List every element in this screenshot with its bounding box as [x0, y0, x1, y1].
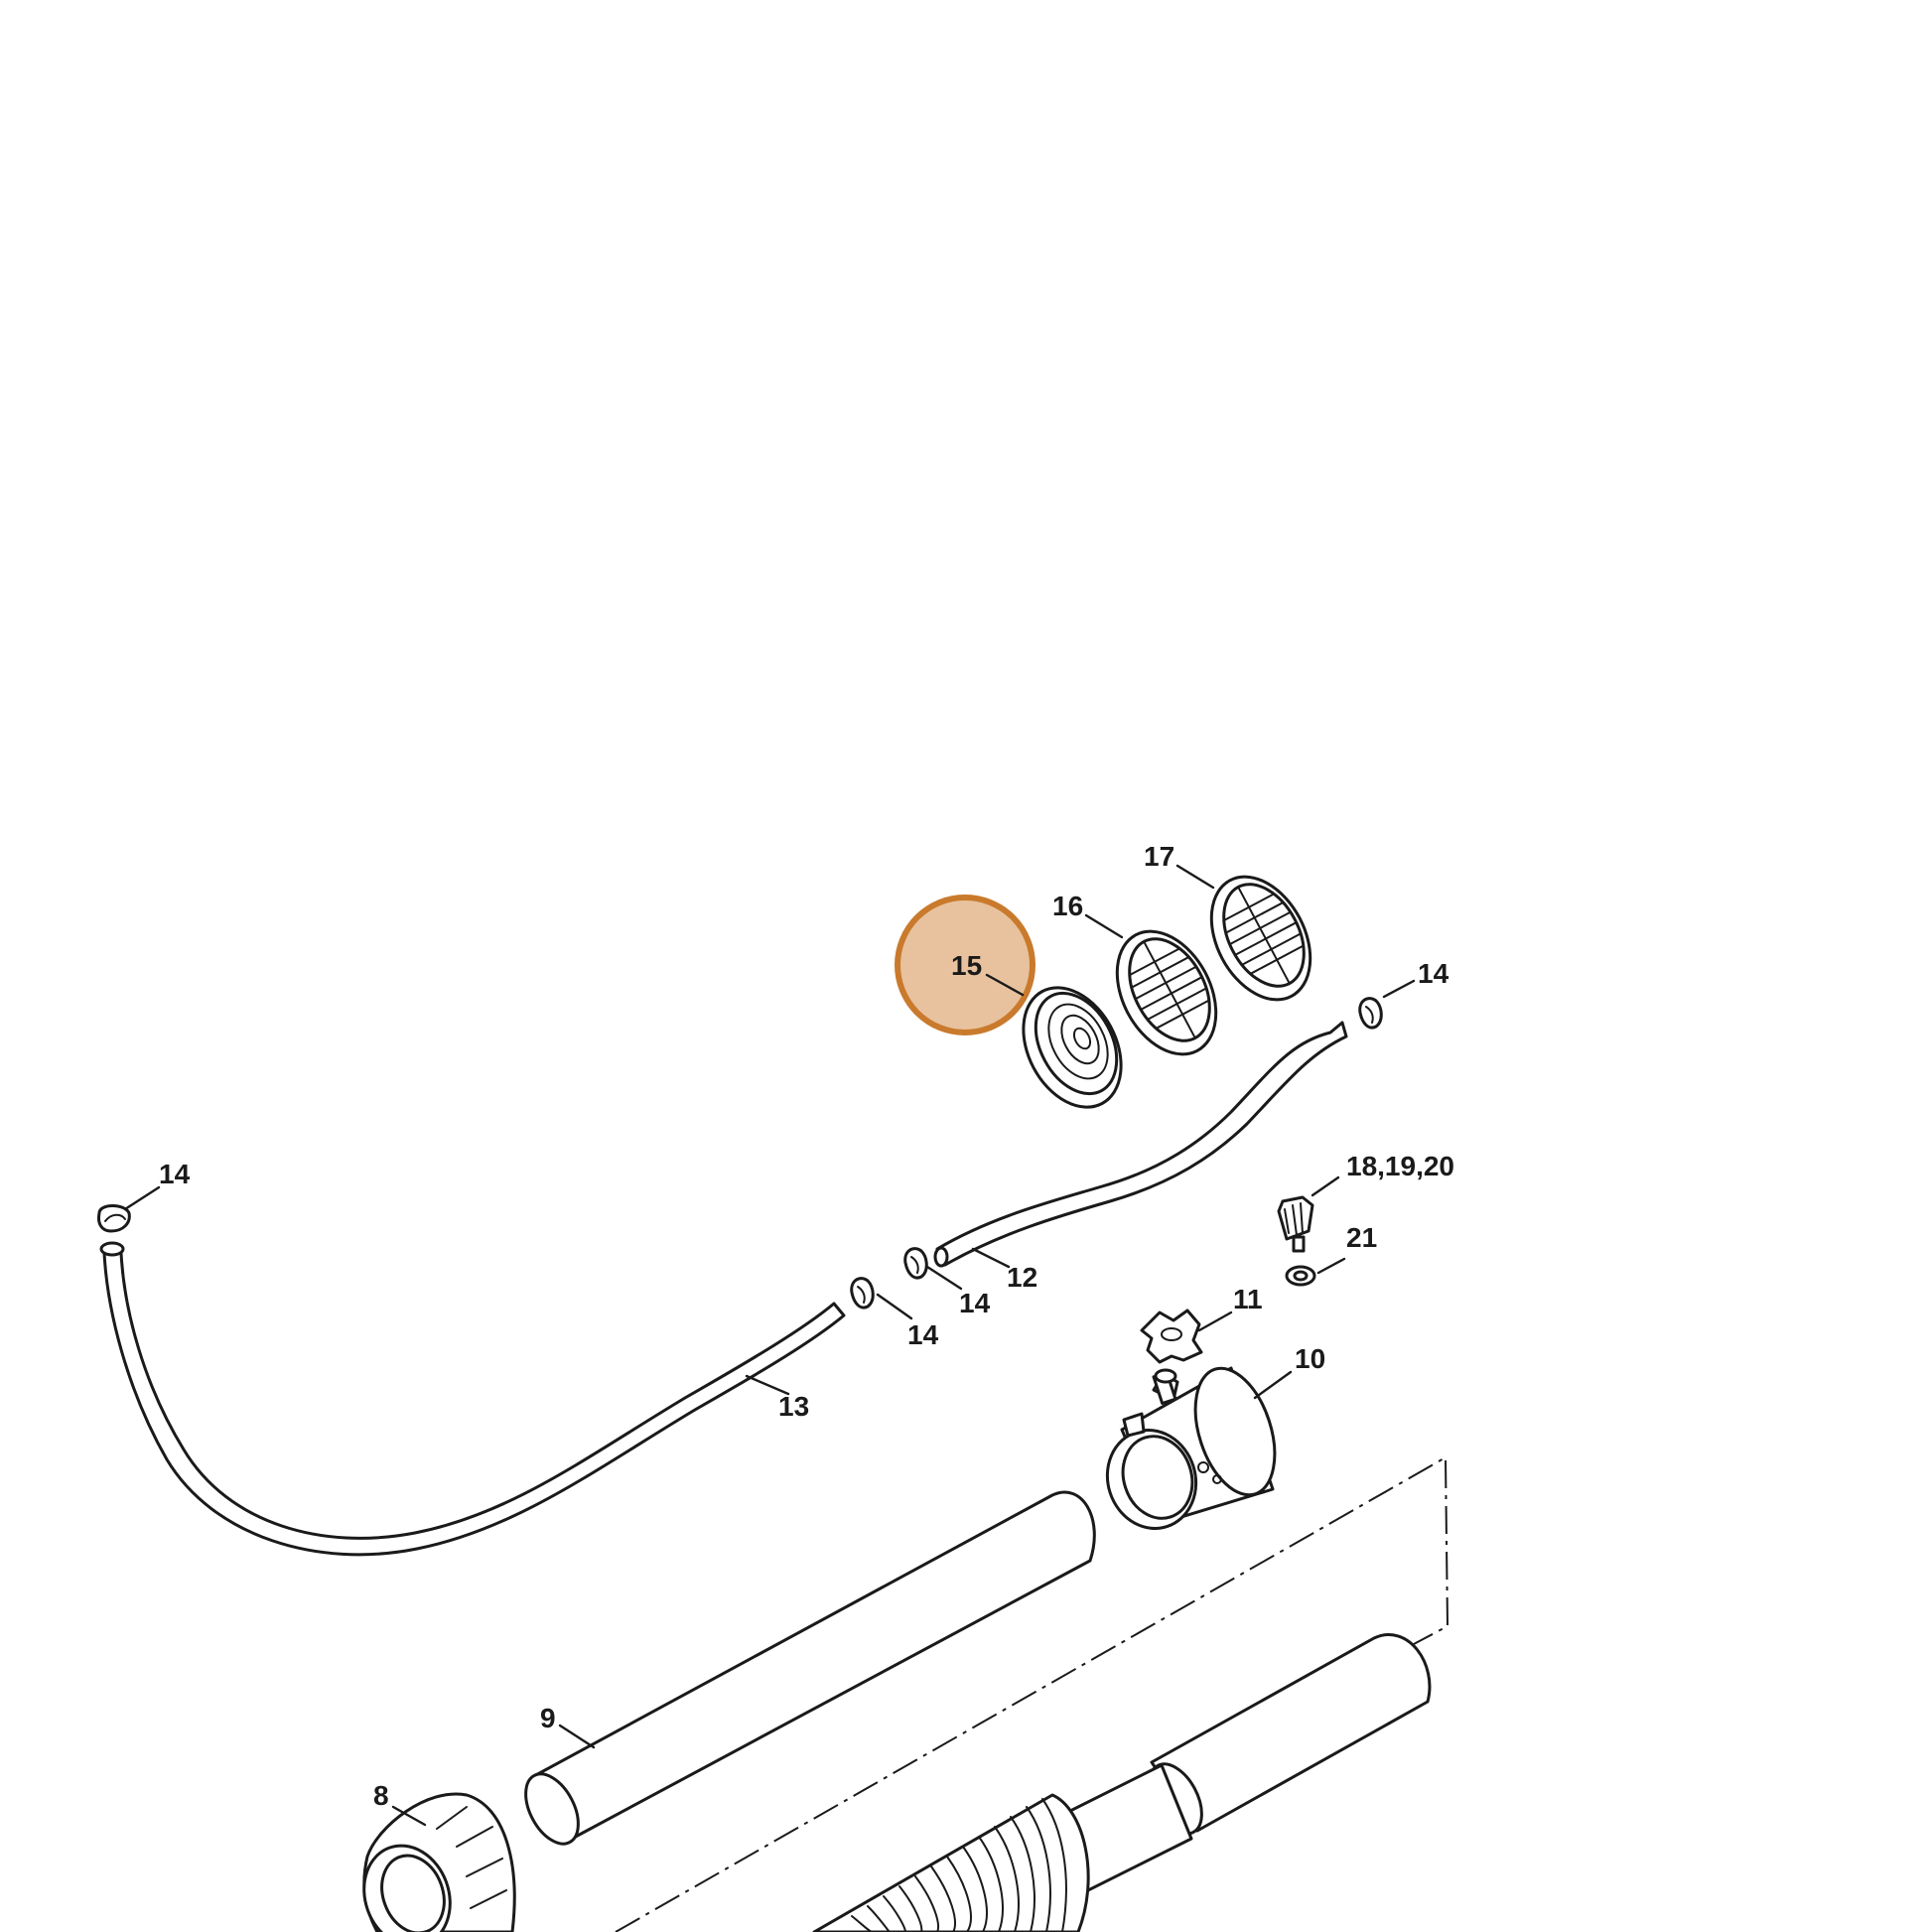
part-15-grille[interactable]: [1004, 971, 1141, 1124]
part-14-clamp[interactable]: [850, 1277, 875, 1310]
part-14-clamp[interactable]: [97, 1204, 131, 1233]
part-8-nozzle[interactable]: [350, 1792, 516, 1932]
callout-14[interactable]: 14: [959, 1288, 991, 1318]
highlight-marker: [895, 895, 1035, 1035]
callout-14[interactable]: 14: [159, 1159, 191, 1189]
part-14-clamp[interactable]: [1358, 997, 1383, 1030]
leader-lines: [123, 864, 1416, 1827]
callout-18-19-20[interactable]: 18,19,20: [1346, 1151, 1454, 1181]
callout-14[interactable]: 14: [1418, 958, 1449, 989]
part-18-19-20-valve[interactable]: [1277, 1195, 1314, 1253]
callout-10[interactable]: 10: [1295, 1343, 1325, 1374]
callout-17[interactable]: 17: [1144, 841, 1174, 872]
part-11-star-knob[interactable]: [1140, 1309, 1203, 1364]
part-9-tube[interactable]: [515, 1490, 1096, 1853]
callout-13[interactable]: 13: [778, 1391, 809, 1422]
leader-15: [985, 973, 1025, 997]
callout-14[interactable]: 14: [907, 1319, 939, 1350]
callout-15[interactable]: 15: [951, 950, 982, 981]
callout-8[interactable]: 8: [373, 1780, 389, 1811]
callout-21[interactable]: 21: [1346, 1222, 1377, 1253]
callout-11[interactable]: 11: [1233, 1284, 1263, 1314]
callout-16[interactable]: 16: [1052, 891, 1083, 921]
part-12-hose[interactable]: [933, 1021, 1348, 1268]
part-16-screen[interactable]: [1097, 914, 1236, 1071]
assembly-boundary-line: [615, 1455, 1449, 1932]
callout-labels: 8 9 10 11 12 13 14 14 14 14 15 16 17 18,…: [159, 841, 1454, 1811]
callout-12[interactable]: 12: [1007, 1262, 1037, 1293]
callout-9[interactable]: 9: [540, 1703, 556, 1733]
part-10-coupling[interactable]: [1095, 1358, 1290, 1540]
lower-blower-tube[interactable]: [812, 1633, 1432, 1932]
part-13-hose[interactable]: [99, 1241, 846, 1557]
part-17-screen[interactable]: [1191, 860, 1330, 1017]
part-21-washer[interactable]: [1285, 1265, 1316, 1287]
part-14-clamp[interactable]: [903, 1247, 928, 1280]
